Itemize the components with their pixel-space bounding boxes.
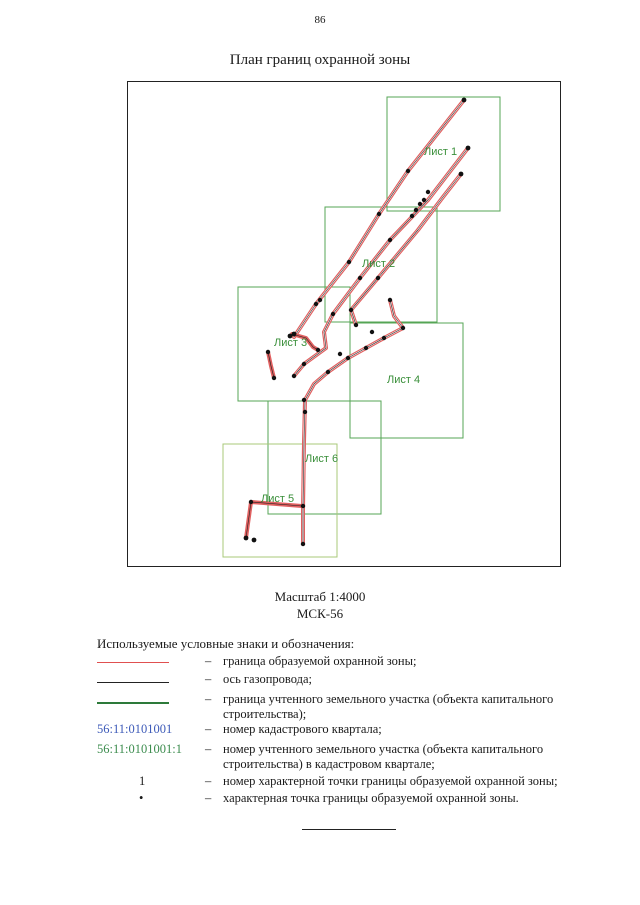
legend-desc: ось газопровода; (223, 672, 313, 686)
scale-text: Масштаб 1:4000 (274, 589, 366, 604)
sheet-frame-5 (222, 443, 338, 558)
legend-symbol-cadastral-block: 56:11:0101001 (97, 722, 173, 736)
legend-dash: – (205, 791, 212, 805)
legend-symbol-point-number: 1 (139, 774, 146, 788)
sheet-label-2: Лист 2 (362, 258, 395, 270)
legend-symbol-point: • (139, 791, 144, 805)
coordinate-system: МСК-56 (296, 606, 344, 621)
sheet-label-1: Лист 1 (424, 146, 457, 158)
footer-divider (302, 829, 396, 830)
sheet-frame-2 (324, 206, 438, 323)
scale-block: Масштаб 1:4000 МСК-56 (0, 588, 640, 622)
page-number: 86 (314, 14, 326, 26)
sheet-label-3: Лист 3 (274, 337, 307, 349)
legend-dash: – (205, 672, 212, 686)
legend-desc: характерная точка границы образуемой охр… (223, 791, 519, 805)
legend-dash: – (205, 654, 212, 668)
legend-desc: номер кадастрового квартала; (223, 722, 382, 736)
map-drawing: Лист 1 Лист 2 Лист 3 Лист 4 Лист 6 Лист … (222, 96, 501, 558)
legend-desc: номер учтенного земельного участка (объе… (223, 742, 544, 771)
legend-dash: – (205, 774, 212, 788)
legend-title: Используемые условные знаки и обозначени… (97, 636, 355, 651)
legend-desc: граница образуемой охранной зоны; (223, 654, 417, 668)
legend-dash: – (205, 742, 212, 756)
legend-dash: – (205, 692, 212, 706)
legend-symbol-land-plot-number: 56:11:0101001:1 (97, 742, 182, 756)
legend-desc: граница учтенного земельного участка (об… (223, 692, 554, 721)
page-title: План границ охранной зоны (229, 52, 411, 68)
characteristic-points (243, 97, 471, 547)
sheet-frame-6 (267, 400, 382, 515)
sheet-frame-1 (386, 96, 501, 212)
sheet-label-4: Лист 4 (387, 374, 420, 386)
legend-dash: – (205, 722, 212, 736)
map-frame: Лист 1 Лист 2 Лист 3 Лист 4 Лист 6 Лист … (127, 81, 561, 567)
sheet-label-6: Лист 6 (305, 453, 338, 465)
sheet-frame-4 (349, 322, 464, 439)
legend-desc: номер характерной точки границы образуем… (223, 774, 558, 788)
sheet-label-5: Лист 5 (261, 493, 294, 505)
